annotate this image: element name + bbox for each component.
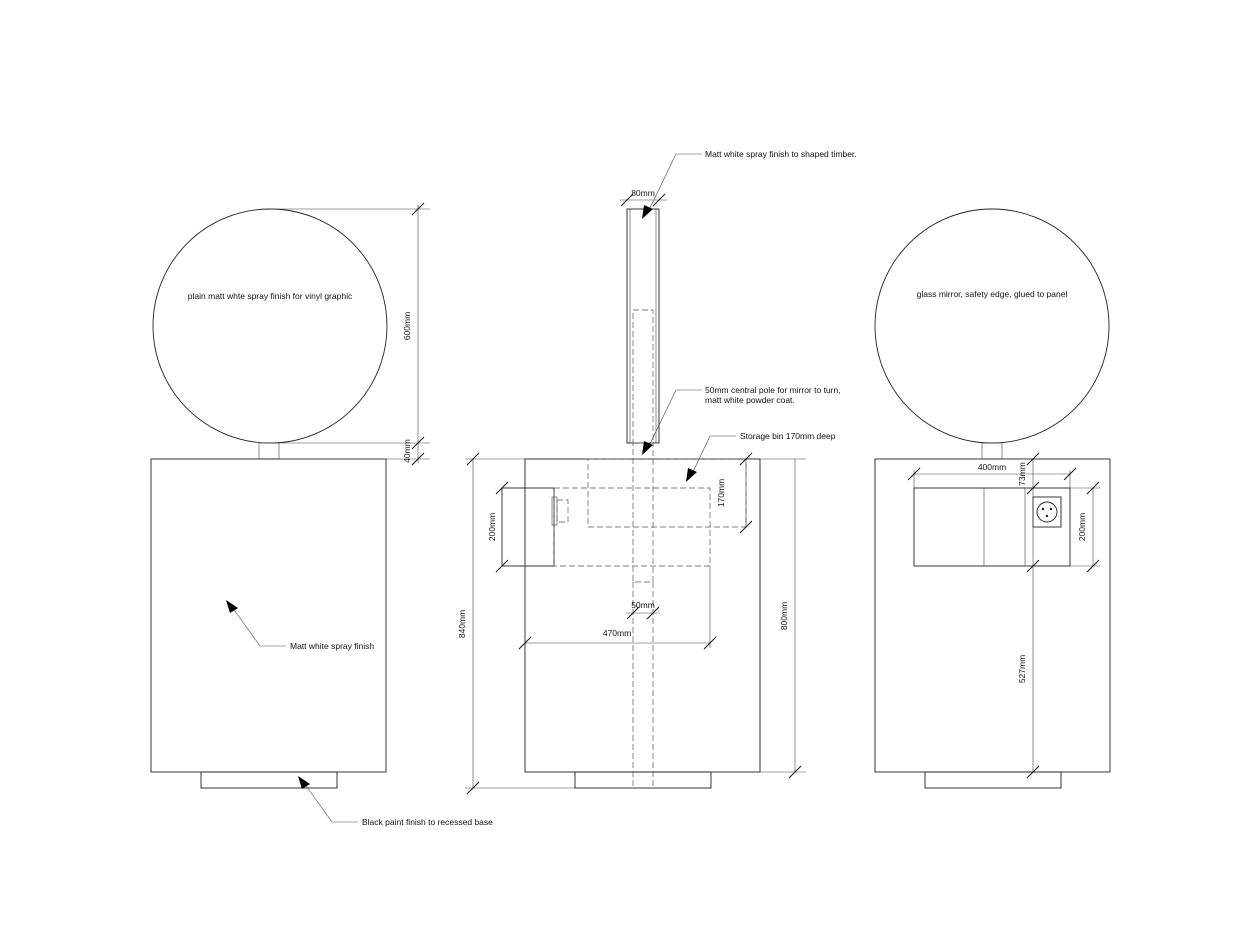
- leader-matt-white: [226, 600, 286, 647]
- side-drawer-dimension: 200mm: [487, 481, 509, 573]
- dim-73mm: 73mm: [1017, 462, 1027, 486]
- front-body: [150, 458, 387, 773]
- arrowhead: [642, 441, 653, 455]
- arrowhead: [298, 776, 310, 789]
- dim-800mm: 800mm: [779, 602, 789, 630]
- dim-170mm: 170mm: [716, 479, 726, 507]
- label-storage-bin: Storage bin 170mm deep: [740, 431, 836, 441]
- label-black-base: Black paint finish to recessed base: [362, 817, 493, 827]
- dim-80mm: 80mm: [631, 188, 655, 198]
- front-height-dimension: 600mm 40mm: [270, 202, 430, 466]
- back-drawer-offset-dimension: 73mm 527mm: [1017, 452, 1040, 779]
- side-pole-slot: [632, 309, 654, 444]
- dim-40mm: 40mm: [402, 439, 412, 463]
- label-timber-finish: Matt white spray finish to shaped timber…: [705, 149, 857, 159]
- side-recessed-base: [574, 771, 712, 789]
- dim-400mm: 400mm: [978, 462, 1006, 472]
- socket-icon: [1036, 501, 1058, 523]
- dim-50mm: 50mm: [631, 600, 655, 610]
- dim-527mm: 527mm: [1017, 655, 1027, 683]
- side-disc: [626, 208, 660, 444]
- label-pole-line2: matt white powder coat.: [705, 395, 795, 405]
- arrowhead: [686, 468, 697, 482]
- dim-200mm-back: 200mm: [1077, 513, 1087, 541]
- front-recessed-base: [200, 771, 338, 789]
- side-view: 80mm 200mm 840mm: [457, 149, 857, 795]
- side-overall-dimension: 840mm: [457, 452, 575, 795]
- side-drawer-handle-plate: [556, 499, 569, 523]
- drawer-hidden-outline: [553, 487, 711, 567]
- leader-black-base: [298, 776, 358, 823]
- side-drawer: [501, 487, 555, 567]
- back-drawer-height-dimension: 200mm: [1070, 481, 1100, 573]
- leader-pole: [642, 389, 702, 455]
- back-pole: [981, 442, 1003, 460]
- arrowhead: [226, 600, 238, 613]
- label-front-graphic: plain matt whte spray finish for vinyl g…: [188, 291, 353, 301]
- front-disc: [152, 208, 388, 444]
- mirror-disc: [874, 208, 1110, 444]
- back-drawer: [913, 487, 1071, 567]
- label-mirror: glass mirror, safety edge, glued to pane…: [917, 289, 1068, 299]
- dim-840mm: 840mm: [457, 610, 467, 638]
- label-pole-line1: 50mm central pole for mirror to turn,: [705, 385, 841, 395]
- side-drawer-handle: [551, 496, 558, 526]
- back-body: [874, 458, 1111, 773]
- side-pole-dimension: 50mm: [626, 600, 660, 620]
- side-thickness-dimension: 80mm: [620, 188, 667, 207]
- side-body-dimension: 800mm: [760, 458, 806, 779]
- pole-hidden: [632, 442, 654, 583]
- leader-storage-bin: [686, 435, 736, 482]
- side-depth-dimension: 470mm: [518, 566, 717, 650]
- dim-600mm: 600mm: [402, 312, 412, 340]
- back-recessed-base: [924, 771, 1062, 789]
- back-drawer-width-dimension: 400mm: [907, 462, 1077, 488]
- dim-200mm-side: 200mm: [487, 513, 497, 541]
- front-view: 600mm 40mm plain matt whte spray finish …: [150, 202, 493, 827]
- leader-timber: [642, 153, 702, 219]
- arrowhead: [642, 205, 653, 219]
- dim-470mm: 470mm: [603, 628, 631, 638]
- label-matt-white: Matt white spray finish: [290, 641, 374, 651]
- back-view: 400mm 73mm 527mm 200mm glass mirror, saf…: [874, 208, 1111, 789]
- front-pole: [258, 442, 280, 460]
- side-bin-dimension: 170mm: [716, 452, 753, 534]
